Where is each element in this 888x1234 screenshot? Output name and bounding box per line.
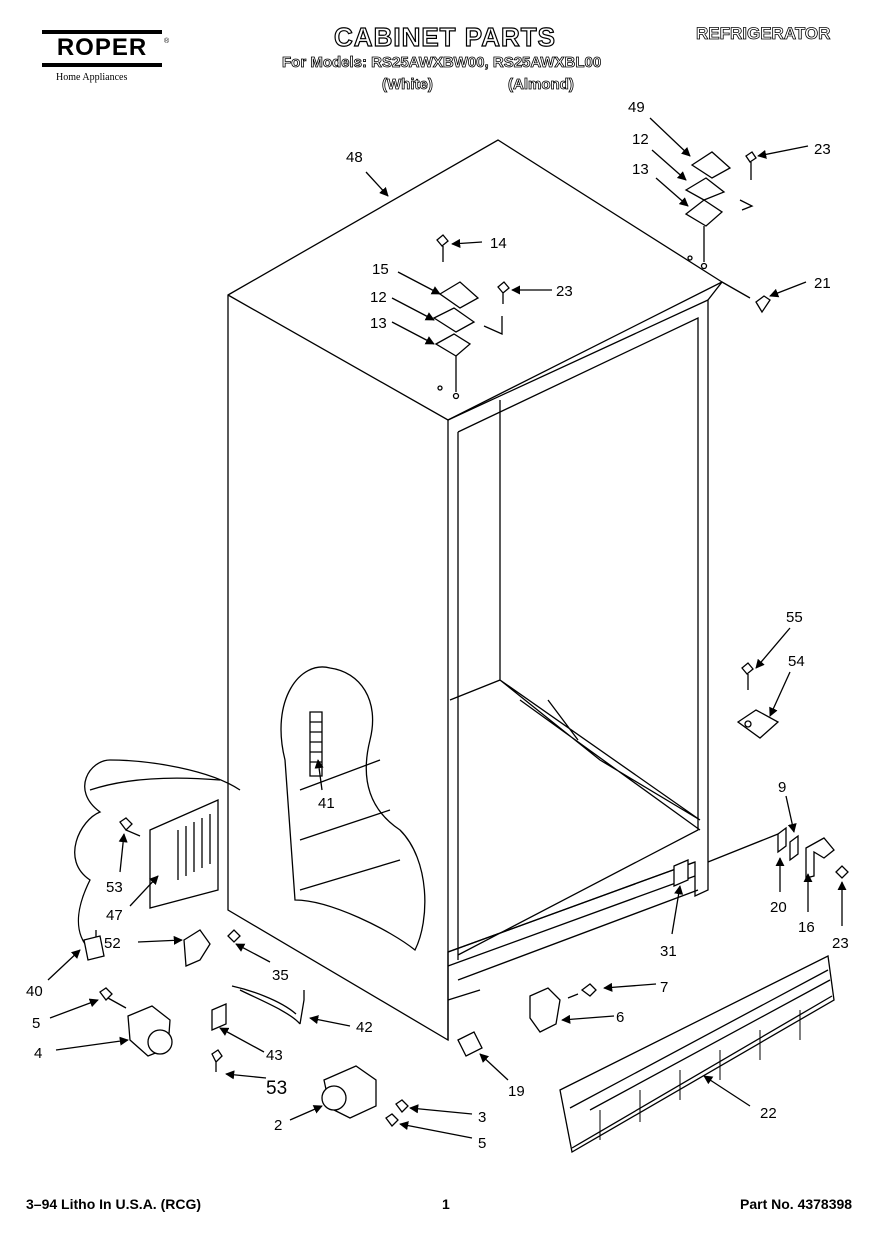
footer-part-number: Part No. 4378398 <box>740 1196 853 1212</box>
footer-page-number: 1 <box>442 1196 450 1212</box>
callout-47: 47 <box>106 907 123 924</box>
hinge-12-center <box>432 307 476 333</box>
callout-20: 20 <box>770 899 787 916</box>
hinge-12-top <box>684 177 726 201</box>
tube-42 <box>231 985 305 1025</box>
callout-16: 16 <box>798 919 815 936</box>
callout-12-center: 12 <box>370 289 387 306</box>
callout-48: 48 <box>346 149 363 166</box>
cabinet-opening <box>447 299 709 960</box>
callout-3: 3 <box>478 1109 486 1126</box>
clip-9 <box>789 834 799 862</box>
logo-top-bar <box>42 30 162 34</box>
callout-31: 31 <box>660 943 677 960</box>
screw-23-top <box>745 151 757 180</box>
screw-53-upper <box>119 817 141 837</box>
logo-text: ROPER <box>56 34 148 61</box>
bracket-54 <box>736 709 780 739</box>
clamp-52 <box>183 929 211 967</box>
callout-13-top: 13 <box>632 161 649 178</box>
callout-15: 15 <box>372 261 389 278</box>
hinge-cover-15 <box>438 281 480 309</box>
callout-6: 6 <box>616 1009 624 1026</box>
callout-19: 19 <box>508 1083 525 1100</box>
cabinet-bottom-rail <box>447 861 699 981</box>
category-label: REFRIGERATOR <box>696 24 831 44</box>
callout-49: 49 <box>628 99 645 116</box>
clip-20 <box>777 826 787 854</box>
screw-14 <box>436 234 449 262</box>
callout-40: 40 <box>26 983 43 1000</box>
callout-53-lower: 53 <box>266 1078 287 1099</box>
callout-41: 41 <box>318 795 335 812</box>
screw-55 <box>741 662 754 690</box>
callout-5-left: 5 <box>32 1015 40 1032</box>
screw-35 <box>227 929 241 943</box>
roper-logo: ROPER <box>42 30 162 70</box>
screw-23-bottom <box>835 865 849 879</box>
page-title: CABINET PARTS <box>333 21 556 52</box>
callout-14: 14 <box>490 235 507 252</box>
bracket-6 <box>529 987 561 1033</box>
callout-13-center: 13 <box>370 315 387 332</box>
logo-bottom-bar <box>42 63 162 67</box>
cabinet-inner-liner <box>449 400 701 831</box>
toe-grille-22 <box>559 955 835 1154</box>
callout-12-top: 12 <box>632 131 649 148</box>
callout-7: 7 <box>660 979 668 996</box>
bracket-31 <box>673 859 689 887</box>
plug-40 <box>83 935 105 961</box>
electrical-box-47 <box>149 799 219 909</box>
callout-9: 9 <box>778 779 786 796</box>
callout-23-center: 23 <box>556 283 573 300</box>
footer-print-info: 3–94 Litho In U.S.A. (RCG) <box>26 1196 202 1212</box>
screw-5-right <box>385 1113 399 1127</box>
screw-5-left <box>99 987 127 1009</box>
models-line: For Models: RS25AWXBW00, RS25AWXBL00 <box>282 54 602 72</box>
callout-55: 55 <box>786 609 803 626</box>
screw-23-center <box>497 281 510 304</box>
callout-43: 43 <box>266 1047 283 1064</box>
callout-23-bottom: 23 <box>832 935 849 952</box>
callout-21: 21 <box>814 275 831 292</box>
hinge-13-center <box>434 333 472 357</box>
logo-trademark: ® <box>164 38 170 45</box>
callout-2: 2 <box>274 1117 282 1134</box>
callout-22: 22 <box>760 1105 777 1122</box>
callout-23-top: 23 <box>814 141 831 158</box>
screw-3 <box>395 1099 409 1113</box>
hinge-cover-49 <box>690 151 732 179</box>
callout-35: 35 <box>272 967 289 984</box>
cabinet-body <box>227 139 723 1042</box>
logo-tagline: Home Appliances <box>56 72 128 83</box>
hinge-13-top <box>684 199 724 227</box>
variant-white: (White) <box>382 76 434 94</box>
screw-7 <box>567 983 597 999</box>
screw-53-lower <box>211 1049 223 1072</box>
callout-42: 42 <box>356 1019 373 1036</box>
callout-52: 52 <box>104 935 121 952</box>
clamp-43 <box>211 1003 227 1031</box>
callout-4: 4 <box>34 1045 42 1062</box>
callout-5-right: 5 <box>478 1135 486 1152</box>
callout-53-upper: 53 <box>106 879 123 896</box>
bracket-16 <box>805 837 835 879</box>
variant-almond: (Almond) <box>508 76 575 94</box>
callout-54: 54 <box>788 653 805 670</box>
bracket-19 <box>457 1031 483 1057</box>
part-21 <box>755 295 771 314</box>
